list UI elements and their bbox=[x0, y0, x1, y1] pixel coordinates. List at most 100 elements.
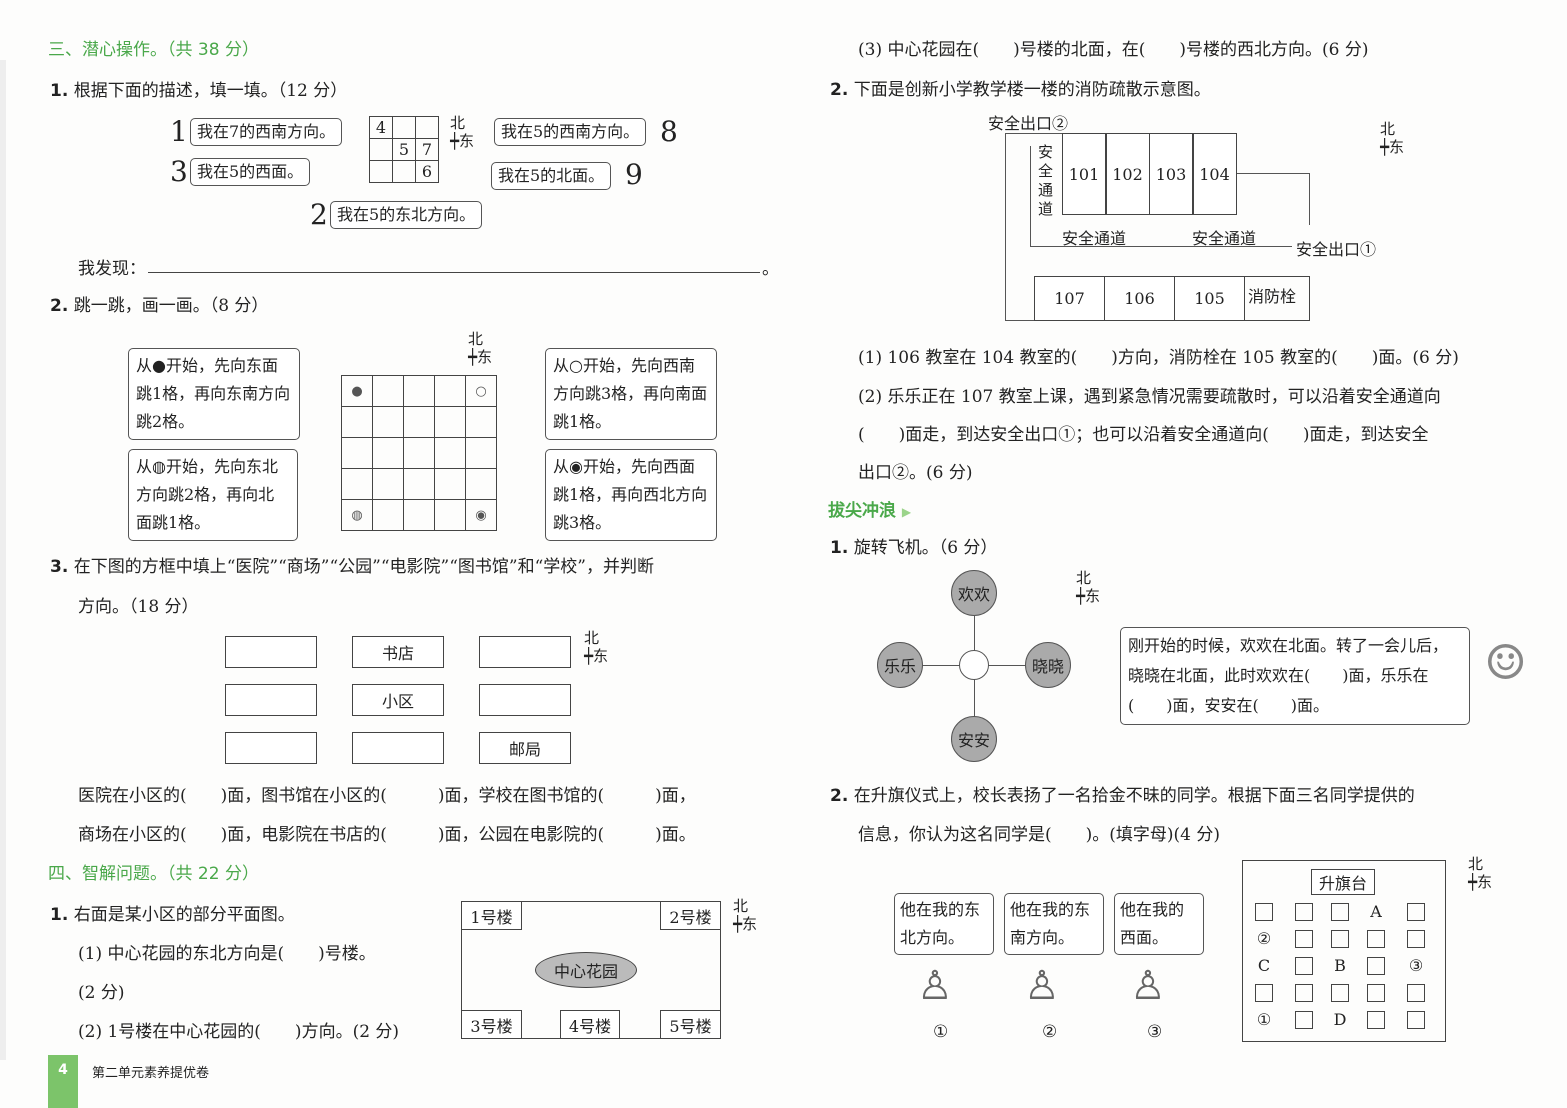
sub-question-cont: ( )面走，到达安全出口①；也可以沿着安全通道向( )面走，到达安全 bbox=[858, 425, 1429, 445]
start-dot-icon[interactable]: ◉ bbox=[465, 499, 497, 531]
kid-2-bubble: 他在我的东南方向。 bbox=[1004, 893, 1104, 955]
place-box[interactable] bbox=[225, 684, 317, 716]
kid-number: ② bbox=[1042, 1022, 1058, 1042]
place-box[interactable]: 邮局 bbox=[479, 732, 571, 764]
jump-cell[interactable] bbox=[403, 468, 435, 500]
grid-cell[interactable]: 5 bbox=[392, 138, 416, 161]
classroom: 103 bbox=[1149, 133, 1193, 215]
jump-cell[interactable] bbox=[434, 406, 466, 438]
hydrant-room bbox=[1244, 276, 1310, 321]
hint-bubble: 我在5的西面。 bbox=[190, 158, 311, 186]
jump-cell[interactable] bbox=[372, 375, 404, 407]
sub-question: (1) 106 教室在 104 教室的( )方向，消防栓在 105 教室的( )… bbox=[858, 348, 1459, 368]
sub-question: (2) 1号楼在中心花园的( )方向。(2 分) bbox=[78, 1022, 400, 1042]
jump-cell[interactable] bbox=[403, 406, 435, 438]
wall-line bbox=[1236, 173, 1310, 175]
jump-cell[interactable] bbox=[341, 468, 373, 500]
jump-cell[interactable] bbox=[434, 468, 466, 500]
jump-cell[interactable] bbox=[434, 375, 466, 407]
q-number: 2. bbox=[50, 296, 69, 316]
q-text: 跳一跳，画一画。（8 分） bbox=[73, 296, 269, 316]
hint-bubble: 我在5的东北方向。 bbox=[330, 201, 483, 229]
q-number: 1. bbox=[50, 905, 69, 925]
grid-cell[interactable]: 6 bbox=[415, 160, 439, 183]
answer-line[interactable] bbox=[148, 272, 760, 273]
jump-cell[interactable] bbox=[341, 437, 373, 469]
seat bbox=[1407, 903, 1425, 921]
question-4: 1. 右面是某小区的部分平面图。 bbox=[50, 900, 295, 925]
exit-1-label: 安全出口① bbox=[1296, 240, 1377, 259]
answer-line-2: 商场在小区的( )面，电影院在书店的( )面，公园在电影院的( )面。 bbox=[78, 825, 696, 845]
jump-cell[interactable] bbox=[403, 375, 435, 407]
grid-cell[interactable] bbox=[369, 138, 393, 161]
corridor-vertical-label: 安全通道 bbox=[1038, 143, 1054, 218]
jump-cell[interactable] bbox=[372, 468, 404, 500]
jump-grid[interactable]: ● ○ ◍ ◉ bbox=[341, 375, 497, 531]
jump-cell[interactable] bbox=[403, 499, 435, 531]
jump-cell[interactable] bbox=[372, 437, 404, 469]
jump-cell[interactable] bbox=[341, 406, 373, 438]
compass: 北┿东 bbox=[1076, 569, 1101, 605]
place-box[interactable] bbox=[225, 732, 317, 764]
wall-line bbox=[1309, 173, 1311, 225]
grid-cell[interactable]: 4 bbox=[369, 116, 393, 139]
q-number: 2. bbox=[830, 80, 849, 100]
bubble-num: 2 bbox=[310, 198, 328, 231]
jump-cell[interactable] bbox=[372, 406, 404, 438]
jump-cell[interactable] bbox=[434, 499, 466, 531]
seat bbox=[1295, 984, 1313, 1002]
jump-cell[interactable] bbox=[434, 437, 466, 469]
question-1: 1. 根据下面的描述，填一填。（12 分） bbox=[50, 76, 347, 101]
hint-bubble: 我在7的西南方向。 bbox=[190, 118, 343, 146]
start-dot-icon[interactable]: ○ bbox=[465, 375, 497, 407]
q-number: 3. bbox=[50, 557, 69, 577]
north-label: 北 bbox=[1468, 855, 1484, 873]
hydrant-label: 消防栓 bbox=[1248, 287, 1297, 306]
seat bbox=[1295, 930, 1313, 948]
jump-cell[interactable] bbox=[465, 406, 497, 438]
grid-cell[interactable]: 7 bbox=[415, 138, 439, 161]
place-box[interactable] bbox=[352, 732, 444, 764]
question-2: 2. 跳一跳，画一画。（8 分） bbox=[50, 291, 268, 316]
classroom: 105 bbox=[1174, 276, 1245, 321]
section-4-title: 四、智解问题。（共 22 分） bbox=[48, 864, 259, 884]
place-box[interactable] bbox=[479, 636, 571, 668]
grid-cell[interactable] bbox=[369, 160, 393, 183]
east-label: 东 bbox=[593, 647, 609, 665]
page-number: 4 bbox=[48, 1055, 78, 1108]
hint-bubble: 我在5的西南方向。 bbox=[494, 118, 647, 146]
compass: 北┿东 bbox=[733, 897, 758, 933]
footer-title: 第二单元素养提优卷 bbox=[92, 1066, 210, 1081]
seat bbox=[1331, 930, 1349, 948]
section-3-title: 三、潜心操作。（共 38 分） bbox=[48, 40, 259, 60]
start-dot-icon[interactable]: ◍ bbox=[341, 499, 373, 531]
compass: 北┿东 bbox=[1380, 120, 1405, 156]
seat-label: ③ bbox=[1408, 956, 1424, 975]
sub-question-cont: 出口②。(6 分) bbox=[858, 463, 973, 483]
flag-stage: 升旗台 bbox=[1311, 869, 1375, 895]
start-dot-icon[interactable]: ● bbox=[341, 375, 373, 407]
place-box[interactable]: 小区 bbox=[352, 684, 444, 716]
grid-cell[interactable] bbox=[392, 116, 416, 139]
place-box[interactable]: 书店 bbox=[352, 636, 444, 668]
pig-bubble: 从◍开始，先向东北方向跳2格，再向北面跳1格。 bbox=[128, 449, 298, 541]
seat bbox=[1295, 957, 1313, 975]
plane-north: 欢欢 bbox=[951, 570, 997, 616]
place-box[interactable] bbox=[225, 636, 317, 668]
jump-cell[interactable] bbox=[465, 437, 497, 469]
place-box[interactable] bbox=[479, 684, 571, 716]
plane-west: 乐乐 bbox=[877, 642, 923, 688]
grid-cell[interactable] bbox=[415, 116, 439, 139]
jump-cell[interactable] bbox=[465, 468, 497, 500]
kid-3-bubble: 他在我的西面。 bbox=[1114, 893, 1204, 955]
seat bbox=[1295, 1011, 1313, 1029]
q-text: 右面是某小区的部分平面图。 bbox=[73, 905, 295, 925]
jump-cell[interactable] bbox=[372, 499, 404, 531]
jump-cell[interactable] bbox=[403, 437, 435, 469]
kid-icon: ♙ bbox=[1024, 963, 1060, 1009]
building-2: 2号楼 bbox=[660, 902, 720, 930]
grid-cell[interactable] bbox=[392, 160, 416, 183]
section-title-text: 拔尖冲浪 bbox=[828, 501, 896, 521]
classroom: 104 bbox=[1192, 133, 1237, 215]
question-3: 3. 在下图的方框中填上“医院”“商场”“公园”“电影院”“图书馆”和“学校”，… bbox=[50, 552, 654, 577]
